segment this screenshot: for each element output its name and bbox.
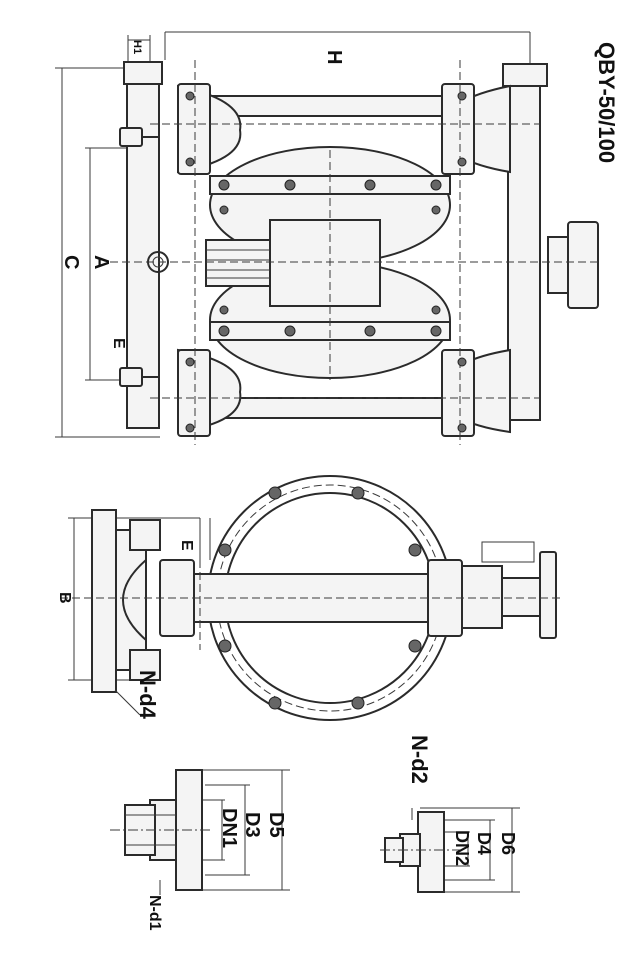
label-N-d1: N-d1 [146, 895, 163, 931]
dim-A: A [90, 255, 112, 269]
label-DN2: DN2 [452, 830, 472, 866]
dim-H: H [323, 50, 345, 64]
flange-detail-1: D5 D3 DN1 N-d1 [110, 769, 290, 931]
label-D3: D3 [241, 812, 263, 838]
model-label: QBY-50/100 [594, 42, 619, 163]
dim-E-side: E [178, 540, 195, 551]
side-view: B E N-d4 [56, 475, 560, 721]
label-N-d2: N-d2 [407, 735, 432, 784]
dim-E-front: E [110, 338, 127, 349]
label-D6: D6 [498, 832, 518, 855]
dim-C: C [60, 255, 82, 269]
dim-H1: H1 [131, 40, 143, 54]
label-D4: D4 [474, 832, 494, 855]
label-D5: D5 [265, 812, 287, 838]
label-N-d4: N-d4 [135, 670, 160, 720]
front-view: H H1 A C E QBY-50/100 [55, 31, 619, 445]
flange-detail-2: D6 D4 DN2 N-d2 [380, 735, 520, 893]
label-DN1: DN1 [218, 808, 240, 848]
dim-B: B [56, 592, 73, 604]
